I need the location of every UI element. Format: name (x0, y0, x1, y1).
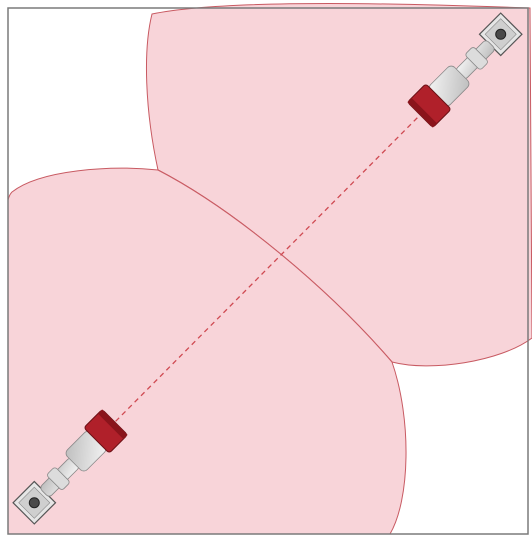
camera-coverage-diagram (0, 0, 532, 539)
diagram-canvas (0, 0, 532, 539)
